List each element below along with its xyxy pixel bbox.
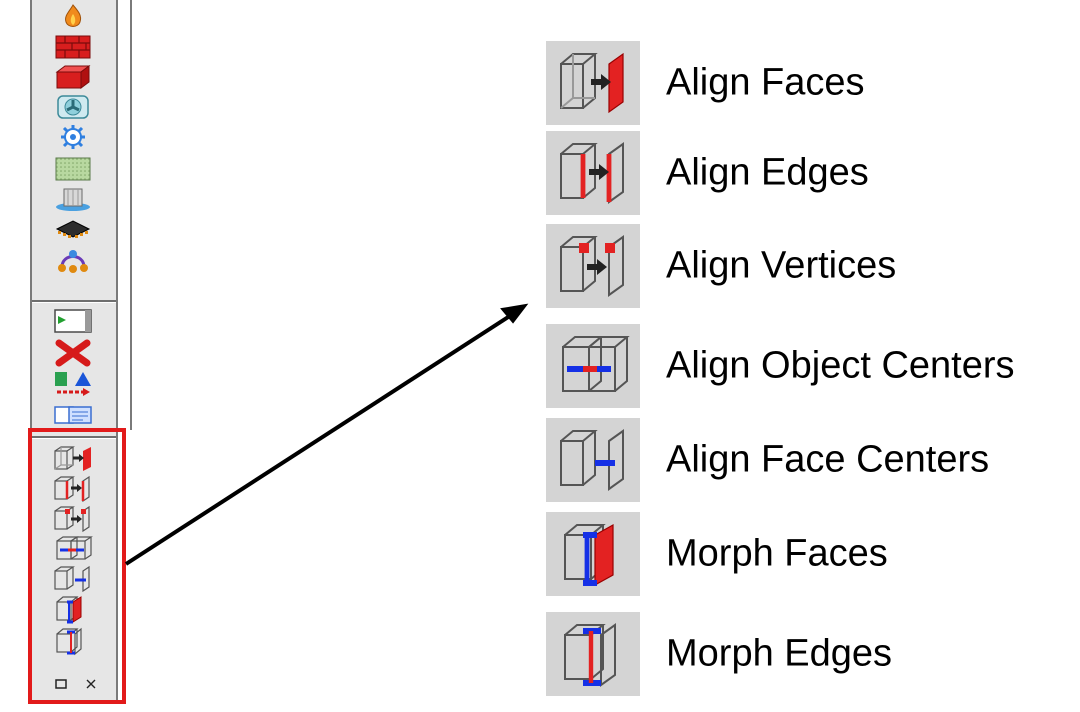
- brick-wall-icon[interactable]: [46, 32, 100, 62]
- close-icon[interactable]: [84, 678, 98, 690]
- grid-plate-icon[interactable]: [46, 154, 100, 184]
- flame-icon[interactable]: [46, 2, 100, 32]
- morph-edges-icon[interactable]: [46, 626, 100, 656]
- morph-faces-icon[interactable]: [46, 594, 100, 624]
- legend-label: Align Face Centers: [666, 438, 990, 481]
- align-face-centers-icon: [546, 418, 640, 502]
- align-face-centers-icon[interactable]: [46, 564, 100, 594]
- red-box-icon[interactable]: [46, 62, 100, 92]
- morph-faces-icon: [546, 512, 640, 596]
- legend-row-align-faces: Align Faces: [546, 41, 1080, 125]
- legend-row-morph-faces: Morph Faces: [546, 512, 1080, 596]
- align-vertices-icon: [546, 224, 640, 308]
- align-faces-icon[interactable]: [46, 444, 100, 474]
- legend-label: Align Edges: [666, 151, 869, 194]
- chip-package-icon[interactable]: [46, 214, 100, 244]
- legend-row-morph-edges: Morph Edges: [546, 612, 1080, 696]
- legend-row-align-vertices: Align Vertices: [546, 224, 1080, 308]
- toolbar-divider-2: [32, 436, 116, 439]
- align-object-centers-icon: [546, 324, 640, 408]
- copy-icon[interactable]: [46, 398, 100, 428]
- legend-label: Morph Edges: [666, 632, 893, 675]
- align-vertices-icon[interactable]: [46, 504, 100, 534]
- align-edges-icon[interactable]: [46, 474, 100, 504]
- object-toolbar: [30, 0, 118, 700]
- legend-row-align-object-centers: Align Object Centers: [546, 324, 1080, 408]
- highlight-box: [28, 428, 126, 704]
- legend-label: Align Vertices: [666, 244, 897, 287]
- legend-label: Align Faces: [666, 61, 865, 104]
- transform-icon[interactable]: [46, 368, 100, 398]
- gear-icon[interactable]: [46, 122, 100, 152]
- legend-row-align-face-centers: Align Face Centers: [546, 418, 1080, 502]
- toolbar-divider: [32, 300, 116, 303]
- legend-row-align-edges: Align Edges: [546, 131, 1080, 215]
- square-icon[interactable]: [54, 678, 68, 690]
- delete-icon[interactable]: [46, 338, 100, 368]
- legend-label: Morph Faces: [666, 532, 888, 575]
- align-object-centers-icon[interactable]: [46, 534, 100, 564]
- align-faces-icon: [546, 41, 640, 125]
- fan-icon[interactable]: [46, 92, 100, 122]
- morph-edges-icon: [546, 612, 640, 696]
- align-edges-icon: [546, 131, 640, 215]
- legend-label: Align Object Centers: [666, 344, 1015, 387]
- toolbar-scroll-edge: [118, 0, 132, 430]
- blower-icon[interactable]: [46, 184, 100, 214]
- network-icon[interactable]: [46, 246, 100, 276]
- new-object-icon[interactable]: [46, 306, 100, 336]
